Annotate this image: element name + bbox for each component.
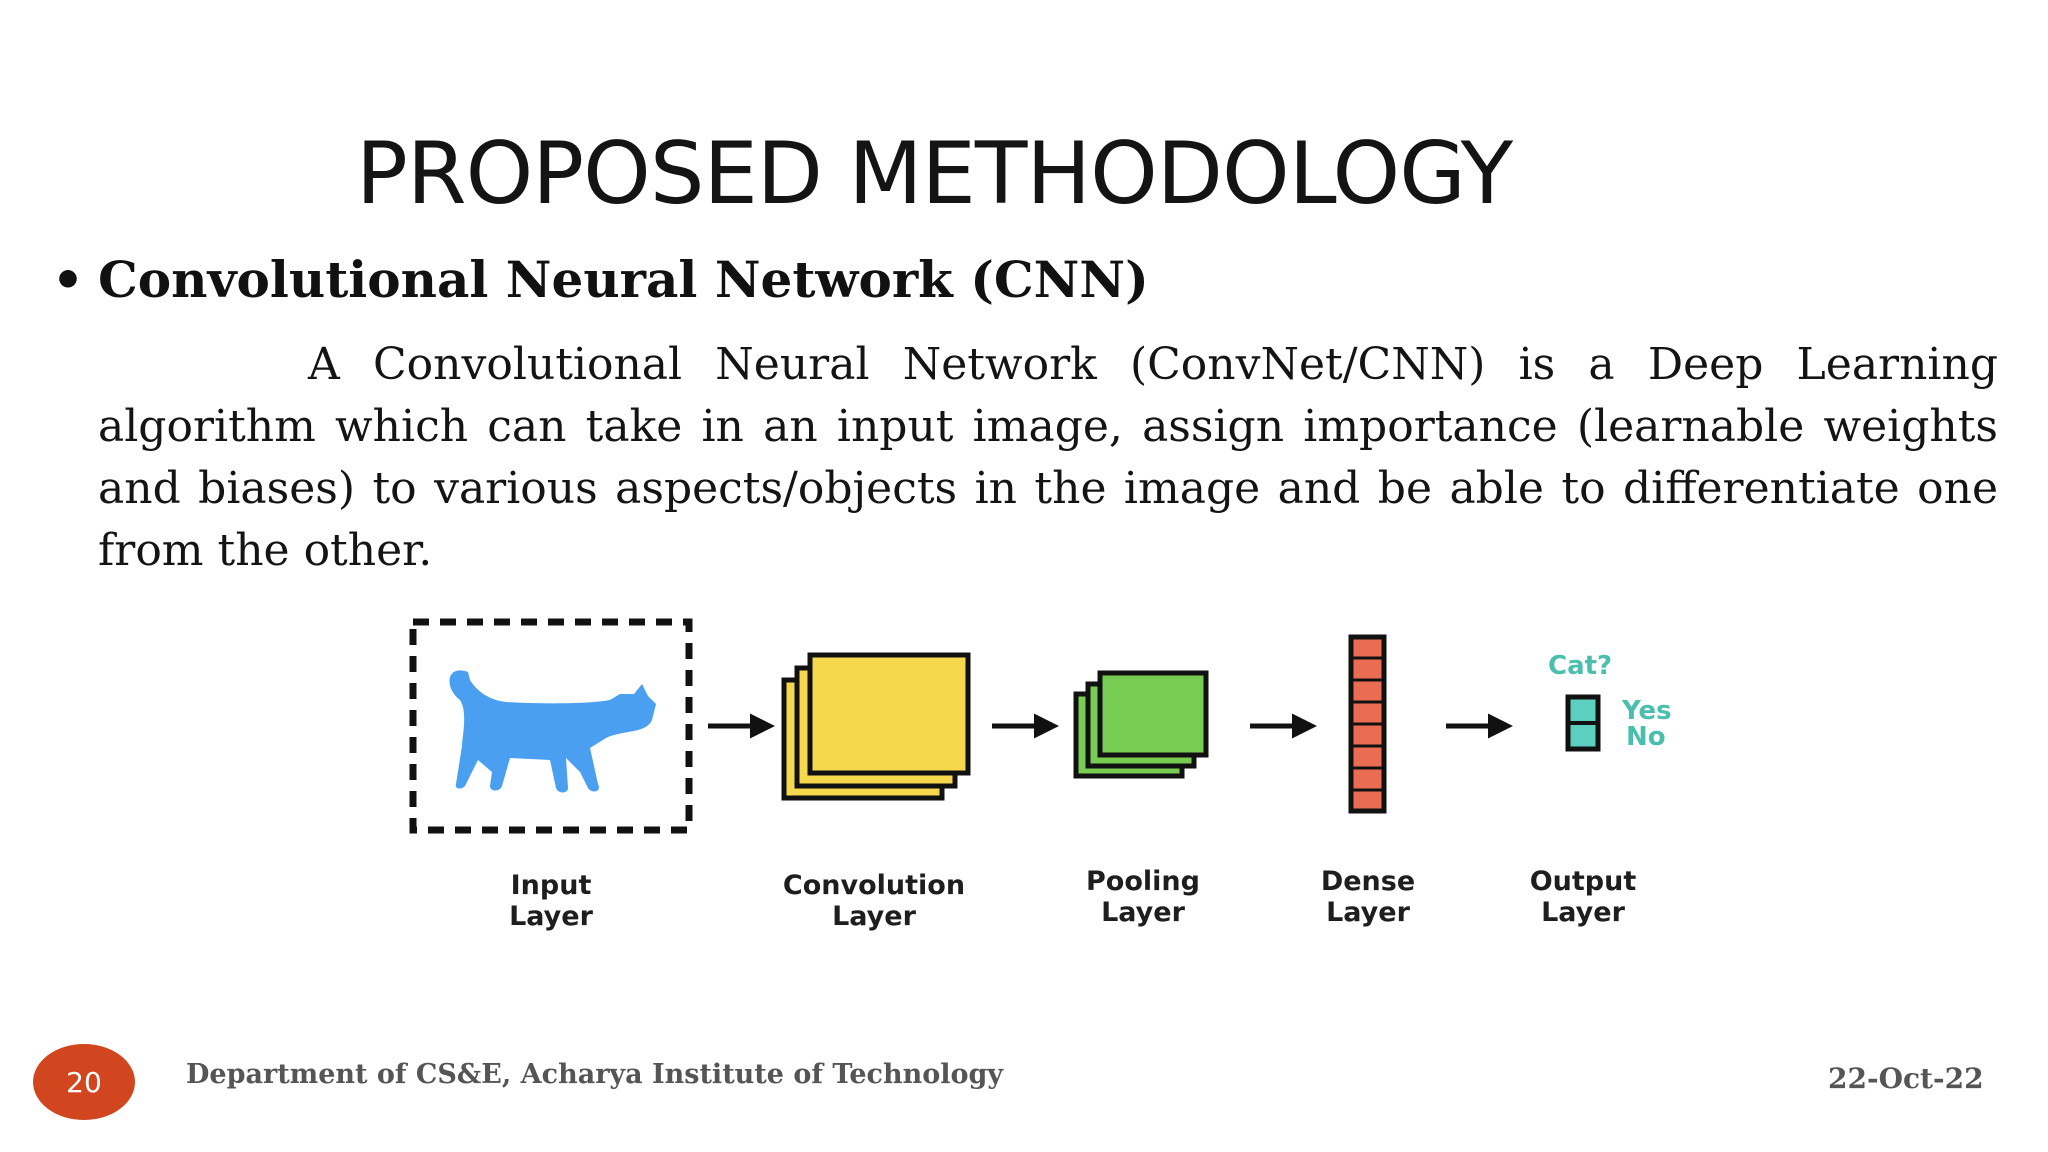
label-dense-2: Layer [1326, 897, 1411, 928]
label-input-2: Layer [509, 901, 594, 932]
bullet-heading: •Convolutional Neural Network (CNN) [52, 250, 1149, 309]
input-frame [409, 618, 693, 834]
label-conv-2: Layer [832, 901, 917, 932]
label-output-2: Layer [1541, 897, 1626, 928]
label-pool-1: Pooling [1086, 866, 1200, 897]
label-output-1: Output [1530, 866, 1637, 897]
output-yes: Yes [1621, 696, 1672, 726]
page-number-badge: 20 [33, 1044, 135, 1120]
bullet-dot: • [52, 250, 84, 309]
label-pool-2: Layer [1101, 897, 1186, 928]
output-node [1565, 694, 1601, 752]
body-paragraph: A Convolutional Neural Network (ConvNet/… [98, 334, 1998, 582]
output-question: Cat? [1548, 651, 1612, 681]
paragraph-text: A Convolutional Neural Network (ConvNet/… [98, 339, 1998, 576]
bullet-text: Convolutional Neural Network (CNN) [97, 250, 1149, 309]
pooling-stack [1073, 670, 1209, 779]
footer-department: Department of CS&E, Acharya Institute of… [186, 1059, 1004, 1090]
cat-icon [449, 670, 656, 793]
slide-title: PROPOSED METHODOLOGY [356, 124, 1513, 224]
label-dense-1: Dense [1321, 866, 1415, 897]
convolution-stack [781, 652, 971, 801]
dense-column [1348, 634, 1387, 814]
footer-date: 22-Oct-22 [1828, 1062, 1984, 1095]
output-no: No [1626, 722, 1666, 752]
label-input-1: Input [511, 870, 592, 901]
label-conv-1: Convolution [783, 870, 965, 901]
